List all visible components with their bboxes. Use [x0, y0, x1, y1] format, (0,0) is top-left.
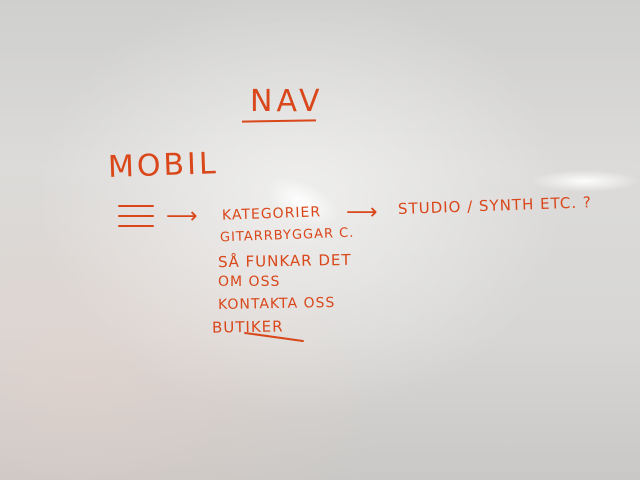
menu-item-sa-funkar-det: SÅ FUNKAR DET — [217, 250, 352, 272]
menu-item-gitarrbyggare: GITARRBYGGAR C. — [219, 225, 355, 246]
arrow-icon: ⟶ — [346, 200, 378, 225]
arrow-icon: ⟶ — [166, 204, 198, 229]
nav-heading-underline — [241, 119, 317, 123]
light-glare — [530, 170, 640, 192]
submenu-note: STUDIO / SYNTH ETC. ? — [397, 193, 593, 218]
nav-heading: NAV — [250, 84, 324, 119]
mobile-label: MOBIL — [107, 146, 220, 185]
menu-item-kontakta-oss: KONTAKTA OSS — [217, 294, 336, 314]
menu-item-om-oss: OM OSS — [218, 274, 281, 290]
hamburger-menu-icon — [118, 205, 154, 233]
